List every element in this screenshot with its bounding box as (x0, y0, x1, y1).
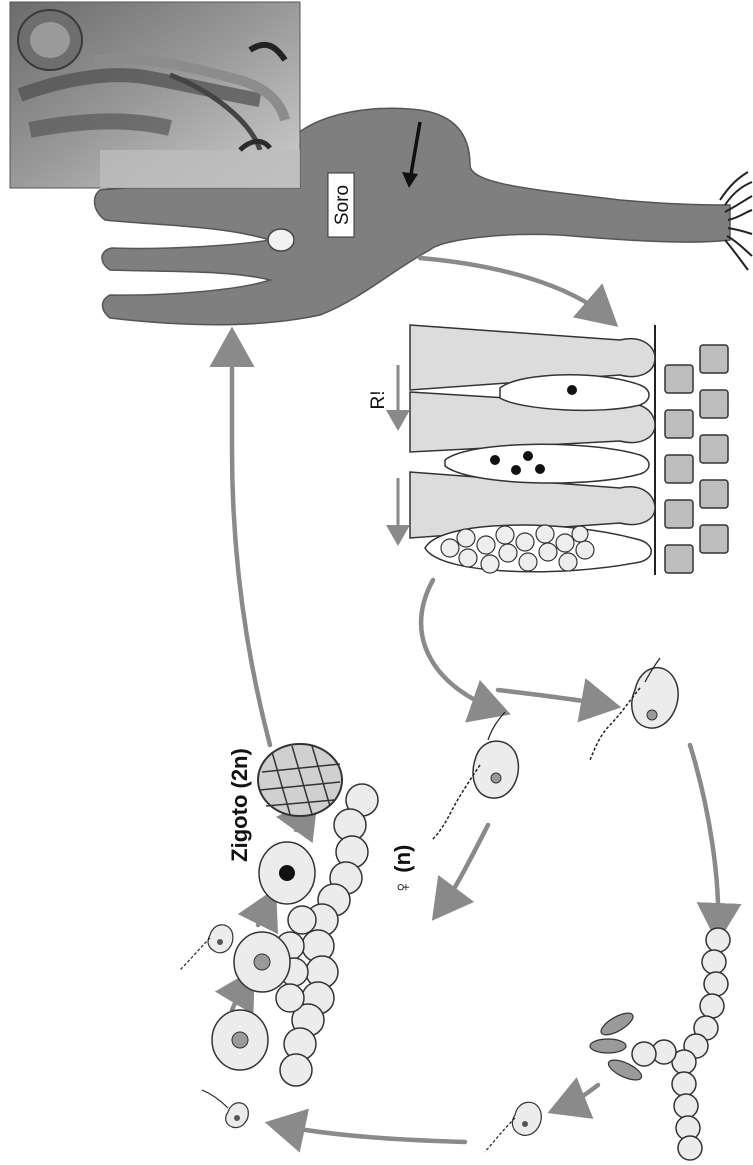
paraphyses (410, 325, 655, 538)
sperm-bottom-left (202, 1090, 248, 1128)
zoospore-left (432, 712, 518, 840)
soro-label-group: Soro (328, 173, 354, 237)
sporangium-spores (425, 525, 651, 573)
specimen-photo (10, 2, 300, 188)
ri-label: R! (368, 391, 389, 410)
zygote (258, 744, 342, 816)
sperm-near-eggs (180, 925, 233, 970)
zigoto-label-group: Zigoto (2n) (227, 748, 252, 862)
sorus-section: R! (368, 325, 728, 575)
sporangium-1 (500, 375, 649, 411)
egg-fertilized (259, 842, 315, 904)
female-label: ♀ (n) (390, 845, 415, 896)
zigoto-label: Zigoto (2n) (227, 748, 252, 862)
thallus-spot (268, 229, 294, 251)
egg-cell-1 (212, 1010, 268, 1070)
zoospore-right (590, 658, 678, 760)
egg-cell-2 (234, 932, 290, 992)
cortex-cells (665, 345, 728, 573)
soro-label: Soro (332, 185, 353, 225)
female-gametophyte (180, 744, 378, 1086)
sporangium-2 (445, 444, 649, 483)
female-label-group: ♀ (n) (390, 845, 415, 896)
sperm-bottom (485, 1102, 541, 1152)
male-gametophyte (590, 928, 730, 1160)
ri-label-group: R! (368, 391, 389, 410)
